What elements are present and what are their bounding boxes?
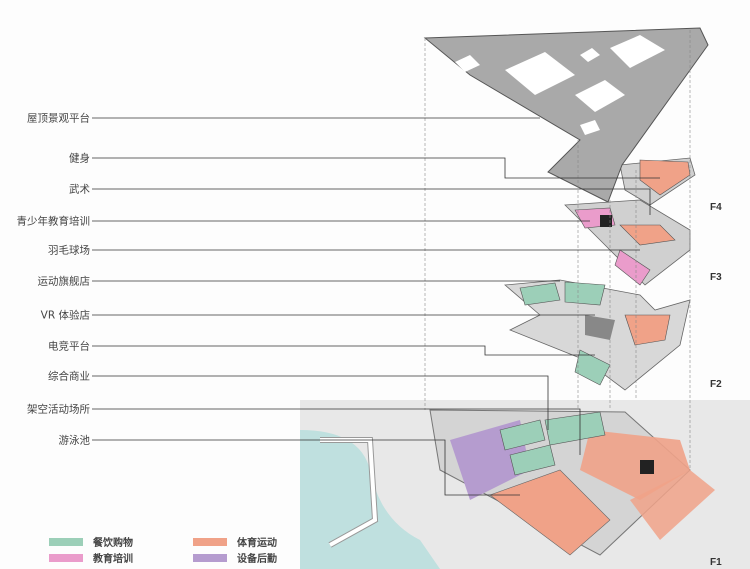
label-sports-flagship: 运动旗舰店: [37, 275, 91, 288]
legend-label: 餐饮购物: [93, 538, 133, 549]
label-badminton: 羽毛球场: [48, 244, 90, 257]
label-open-activity: 架空活动场所: [27, 403, 90, 416]
legend-logistics: 设备后勤: [193, 550, 277, 565]
floor-f2: [504, 279, 691, 391]
label-fitness: 健身: [69, 152, 90, 165]
label-martial-arts: 武术: [69, 183, 90, 196]
leader-lines: [92, 117, 660, 496]
legend-label: 教育培训: [93, 554, 133, 565]
label-vr-store: VR 体验店: [40, 309, 90, 322]
legend-dining-shopping: 餐饮购物: [49, 534, 133, 549]
legend-label: 设备后勤: [237, 554, 277, 565]
floor-f3: [564, 199, 691, 286]
roof-platform: [423, 27, 709, 203]
legend-label: 体育运动: [237, 538, 277, 549]
floor-label-f3: F3: [710, 272, 722, 283]
legend-swatch: [193, 553, 227, 562]
label-youth-education: 青少年教育培训: [16, 215, 91, 228]
legend-swatch: [49, 537, 83, 546]
label-swimming-pool: 游泳池: [58, 434, 91, 447]
label-rooftop-platform: 屋顶景观平台: [27, 112, 90, 125]
legend-swatch: [49, 553, 83, 562]
floor-f4: [619, 157, 696, 206]
floor-label-f4: F4: [710, 202, 722, 213]
label-commercial: 综合商业: [48, 370, 90, 383]
projection-lines: [424, 30, 691, 470]
floor-label-f2: F2: [710, 379, 722, 390]
legend-education: 教育培训: [49, 550, 133, 565]
label-esports: 电竞平台: [48, 340, 90, 353]
legend-sports: 体育运动: [193, 534, 277, 549]
floor-label-f1: F1: [710, 557, 722, 568]
legend-swatch: [193, 537, 227, 546]
floor-f1: [300, 400, 750, 569]
